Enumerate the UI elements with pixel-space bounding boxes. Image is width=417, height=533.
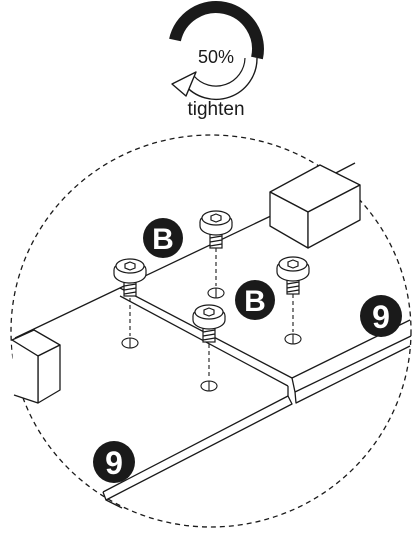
screws: [113, 210, 310, 343]
gauge-caption: tighten: [187, 99, 244, 120]
rotate-arrow-inner-line: [193, 57, 246, 87]
gauge-progress-arc: [169, 1, 264, 60]
screw-icon: [276, 256, 310, 295]
part-label-b-top: B: [143, 218, 183, 258]
rotate-arrow-head: [171, 71, 197, 97]
part-label-b-right: B: [235, 280, 275, 320]
left-board-bottom: [105, 499, 123, 509]
part-label-b-right-text: B: [244, 285, 266, 318]
screw-icon: [192, 304, 226, 343]
hole-icon: [200, 380, 218, 392]
right-board-face: [287, 345, 411, 404]
hole-markers: [121, 287, 302, 392]
tighten-indicator: 50% tighten: [169, 1, 264, 120]
screw-icon: [113, 258, 147, 297]
block-left: [11, 329, 61, 404]
part-label-b-top-text: B: [152, 223, 174, 256]
hole-icon: [121, 337, 139, 349]
right-board-front-edge: [294, 335, 412, 393]
rotate-arrow-icon: [183, 57, 258, 101]
part-label-9-bottom: 9: [93, 441, 135, 483]
hole-icon: [284, 333, 302, 345]
zoom-circle: [10, 134, 412, 528]
part-label-9-bottom-text: 9: [105, 445, 123, 481]
part-label-9-right-text: 9: [372, 299, 390, 335]
gauge-percent-label: 50%: [198, 47, 234, 67]
left-board-face: [102, 395, 293, 501]
part-label-9-right: 9: [360, 295, 402, 337]
block-top-right: [269, 164, 361, 249]
hole-icon: [207, 287, 225, 299]
left-board-front-edge: [102, 395, 289, 493]
hole-guides: [129, 248, 294, 378]
screw-icon: [199, 210, 233, 249]
